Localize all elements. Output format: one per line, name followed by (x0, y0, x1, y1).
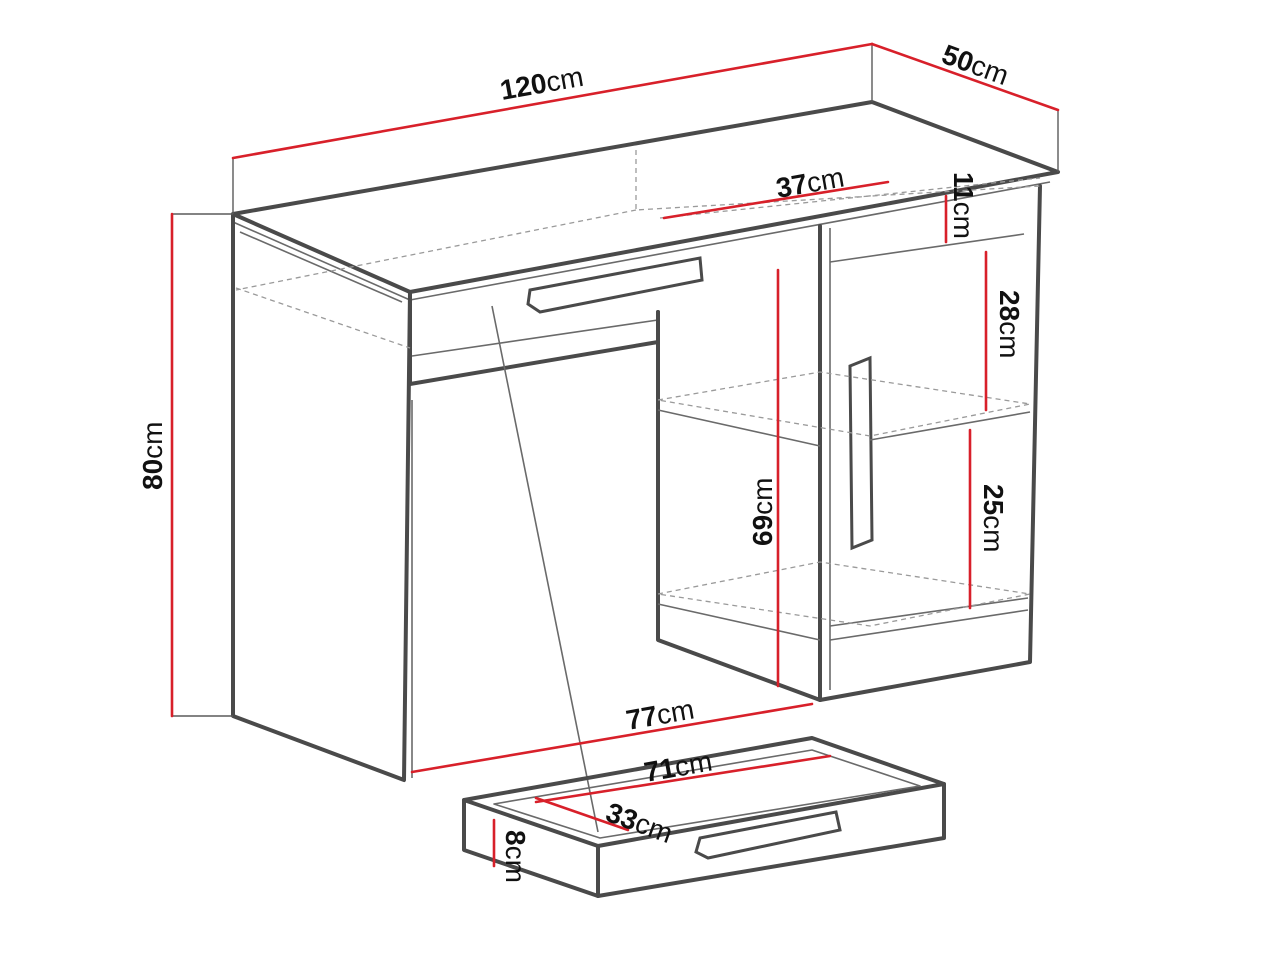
hidden-shelf-middle (657, 371, 1031, 437)
desk-drawing (231, 100, 1060, 833)
drawer-handle (526, 256, 704, 314)
door-handle (848, 355, 874, 551)
drawer-width-dimension-line (534, 754, 832, 804)
drawer-box-handle (694, 810, 842, 860)
drawer-projection-line (491, 305, 599, 833)
apron-lower-edge (411, 319, 659, 357)
shelf-middle-edge (657, 409, 1031, 447)
knee-width-label: 77cm (624, 693, 697, 735)
left-side-panel (231, 212, 412, 782)
width-dimension-line (231, 42, 874, 160)
drawer-depth-label: 33cm (602, 797, 677, 850)
knee-height-label: 69cm (747, 478, 778, 546)
pedestal-door-top (829, 233, 1025, 263)
middle-compartment-label: 28cm (994, 290, 1025, 358)
width-extension-lines (232, 44, 873, 214)
desk-top (231, 100, 1060, 294)
drawer-width-label: 71cm (642, 745, 715, 787)
shelf-depth-dimension-line (662, 180, 890, 220)
depth-dimension-line (870, 42, 1060, 112)
dimension-labels: 120cm 50cm 80cm 37cm 11cm 28cm 25cm 69cm… (137, 39, 1025, 883)
height-extension-lines (172, 213, 233, 717)
drawer-height-label: 8cm (500, 830, 531, 883)
drawer-depth-dimension-line (534, 796, 630, 832)
drawer-drawing (462, 736, 946, 898)
knee-width-dimension-line (410, 702, 814, 774)
lower-compartment-label: 25cm (978, 484, 1009, 552)
shelf-lower-edge (657, 603, 821, 641)
hidden-shelf-top (235, 150, 1041, 349)
drawer-box-front (462, 782, 946, 898)
width-label: 120cm (498, 61, 586, 106)
top-compartment-label: 11cm (948, 172, 979, 239)
pedestal-plinth (829, 597, 1029, 641)
depth-label: 50cm (938, 39, 1013, 92)
hidden-shelf-lower (657, 561, 1031, 627)
shelf-depth-label: 37cm (774, 161, 847, 203)
drawer-box (462, 736, 946, 898)
drawer-box-inner (493, 749, 921, 839)
height-label: 80cm (137, 422, 168, 490)
left-panel-inner-edge (239, 231, 403, 303)
dimension-lines (170, 42, 1060, 868)
